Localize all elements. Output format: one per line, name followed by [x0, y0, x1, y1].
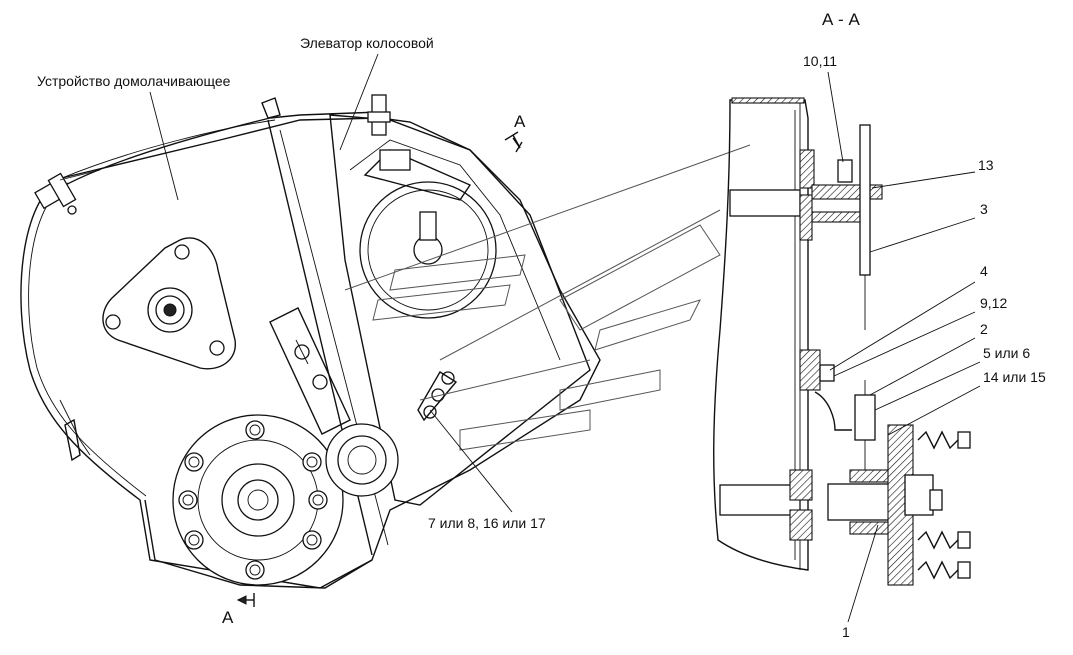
bracket-top-left: [34, 169, 101, 215]
section-title: А - А: [822, 10, 860, 29]
elevator-sprocket: [359, 94, 497, 319]
tensioner-arm: [269, 307, 351, 435]
callout-9-12: 9,12: [980, 295, 1007, 311]
callouts: 10,11 13 3 4 9,12 2 5 или 6 14 или 15 1: [803, 53, 1046, 640]
callout-10-11: 10,11: [803, 53, 837, 69]
callout-13: 13: [978, 157, 994, 173]
callout-5-6: 5 или 6: [983, 345, 1030, 361]
callout-2: 2: [980, 321, 988, 337]
idler-pulley: [325, 423, 399, 497]
callout-4: 4: [980, 263, 988, 279]
watermark-shapes: [372, 224, 721, 451]
projection-lines: [344, 144, 751, 401]
section-view: [713, 97, 971, 586]
grain-elevator-label: Элеватор колосовой: [300, 35, 434, 51]
callout-3: 3: [980, 201, 988, 217]
section-mark-top-label: А: [514, 112, 526, 131]
callout-7-8-16-17: 7 или 8, 16 или 17: [428, 515, 546, 531]
callout-14-15: 14 или 15: [983, 369, 1046, 385]
spring-middle: [917, 530, 971, 550]
section-mark-bottom-label: А: [222, 608, 234, 627]
thresher-unit-label: Устройство домолачивающее: [37, 73, 231, 89]
drive-hub: [172, 414, 344, 586]
section-mark-bottom: А: [222, 593, 255, 627]
spring-upper: [917, 430, 971, 450]
chain-links: [417, 371, 458, 422]
bearing-flange: [102, 237, 236, 370]
callout-1: 1: [842, 624, 850, 640]
section-mark-top: А: [504, 112, 526, 153]
spring-lower: [917, 560, 971, 580]
thresher-housing: [20, 97, 601, 589]
